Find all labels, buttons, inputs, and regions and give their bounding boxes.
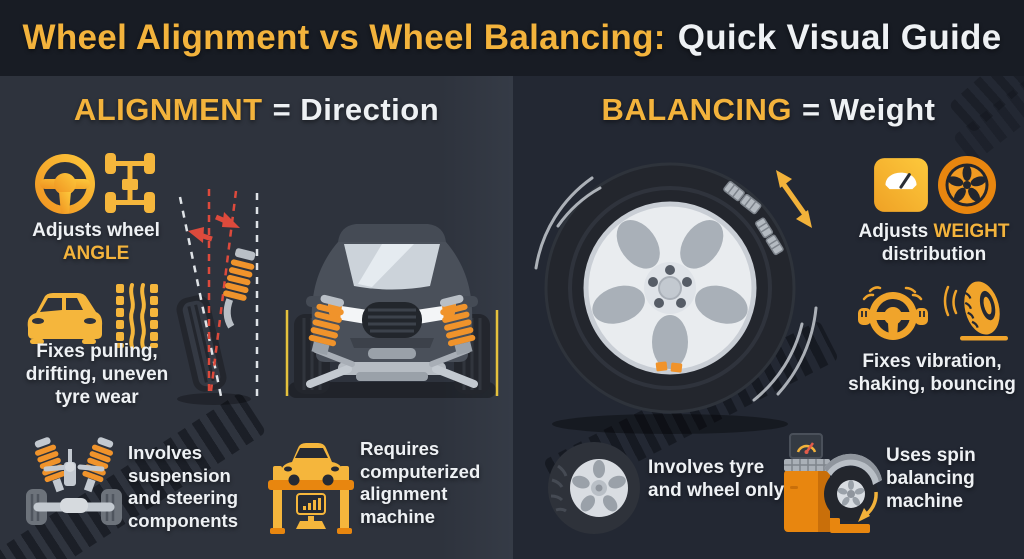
- car-icon: [22, 288, 106, 346]
- page-title-highlight: Wheel Alignment vs Wheel Balancing:: [22, 18, 666, 57]
- header: Wheel Alignment vs Wheel Balancing: Quick…: [0, 0, 1024, 76]
- balancing-adjusts-text: Adjusts: [858, 221, 929, 242]
- alignment-adjusts-highlight: ANGLE: [62, 243, 130, 265]
- tyre-tread-icon: [114, 282, 160, 350]
- weighing-scale-icon: [872, 156, 930, 214]
- balancing-point-involves: Involves tyre and wheel only: [648, 457, 785, 502]
- alignment-point-fixes: Fixes pulling, drifting, uneven tyre wea…: [25, 341, 169, 409]
- balancing-heading: BALANCING = Weight: [513, 92, 1024, 128]
- alignment-point-adjusts: Adjusts wheel ANGLE: [16, 219, 176, 265]
- page-title: Wheel Alignment vs Wheel Balancing: Quick…: [23, 18, 1002, 58]
- balancing-adjusts-highlight: WEIGHT: [933, 221, 1010, 242]
- balancing-adjusts-suffix: distribution: [881, 244, 987, 266]
- alignment-point-involves: Involves suspension and steering compone…: [128, 442, 238, 531]
- balancing-point-uses: Uses spin balancing machine: [886, 445, 976, 513]
- alloy-wheel-icon: [936, 154, 998, 216]
- car-front-suspension-illustration: [282, 186, 502, 408]
- tyre-wheel-icon: [544, 438, 644, 538]
- alignment-lift-machine-icon: [266, 436, 356, 540]
- alignment-heading: ALIGNMENT = Direction: [0, 92, 513, 128]
- balancing-point-adjusts: Adjusts WEIGHT distribution: [844, 220, 1024, 266]
- camber-angle-diagram: [176, 183, 278, 408]
- spin-balancing-machine-icon: [776, 430, 886, 542]
- wheel-with-balance-weights-illustration: [520, 148, 830, 442]
- vibrating-steering-wheel-icon: [856, 282, 930, 346]
- steering-wheel-icon: [33, 152, 97, 216]
- page-title-rest: Quick Visual Guide: [677, 18, 1002, 57]
- alignment-adjusts-text: Adjusts wheel: [32, 220, 160, 241]
- balancing-heading-word: BALANCING: [601, 92, 793, 127]
- axle-chassis-icon: [104, 151, 156, 215]
- bouncing-tyre-icon: [936, 278, 1014, 344]
- alignment-heading-word: ALIGNMENT: [73, 92, 263, 127]
- alignment-heading-rest: = Direction: [272, 92, 440, 127]
- alignment-point-requires: Requires computerized alignment machine: [360, 438, 481, 527]
- balancing-heading-rest: = Weight: [802, 92, 936, 127]
- balancing-point-fixes: Fixes vibration, shaking, bouncing: [848, 351, 1016, 396]
- suspension-assembly-icon: [24, 437, 124, 532]
